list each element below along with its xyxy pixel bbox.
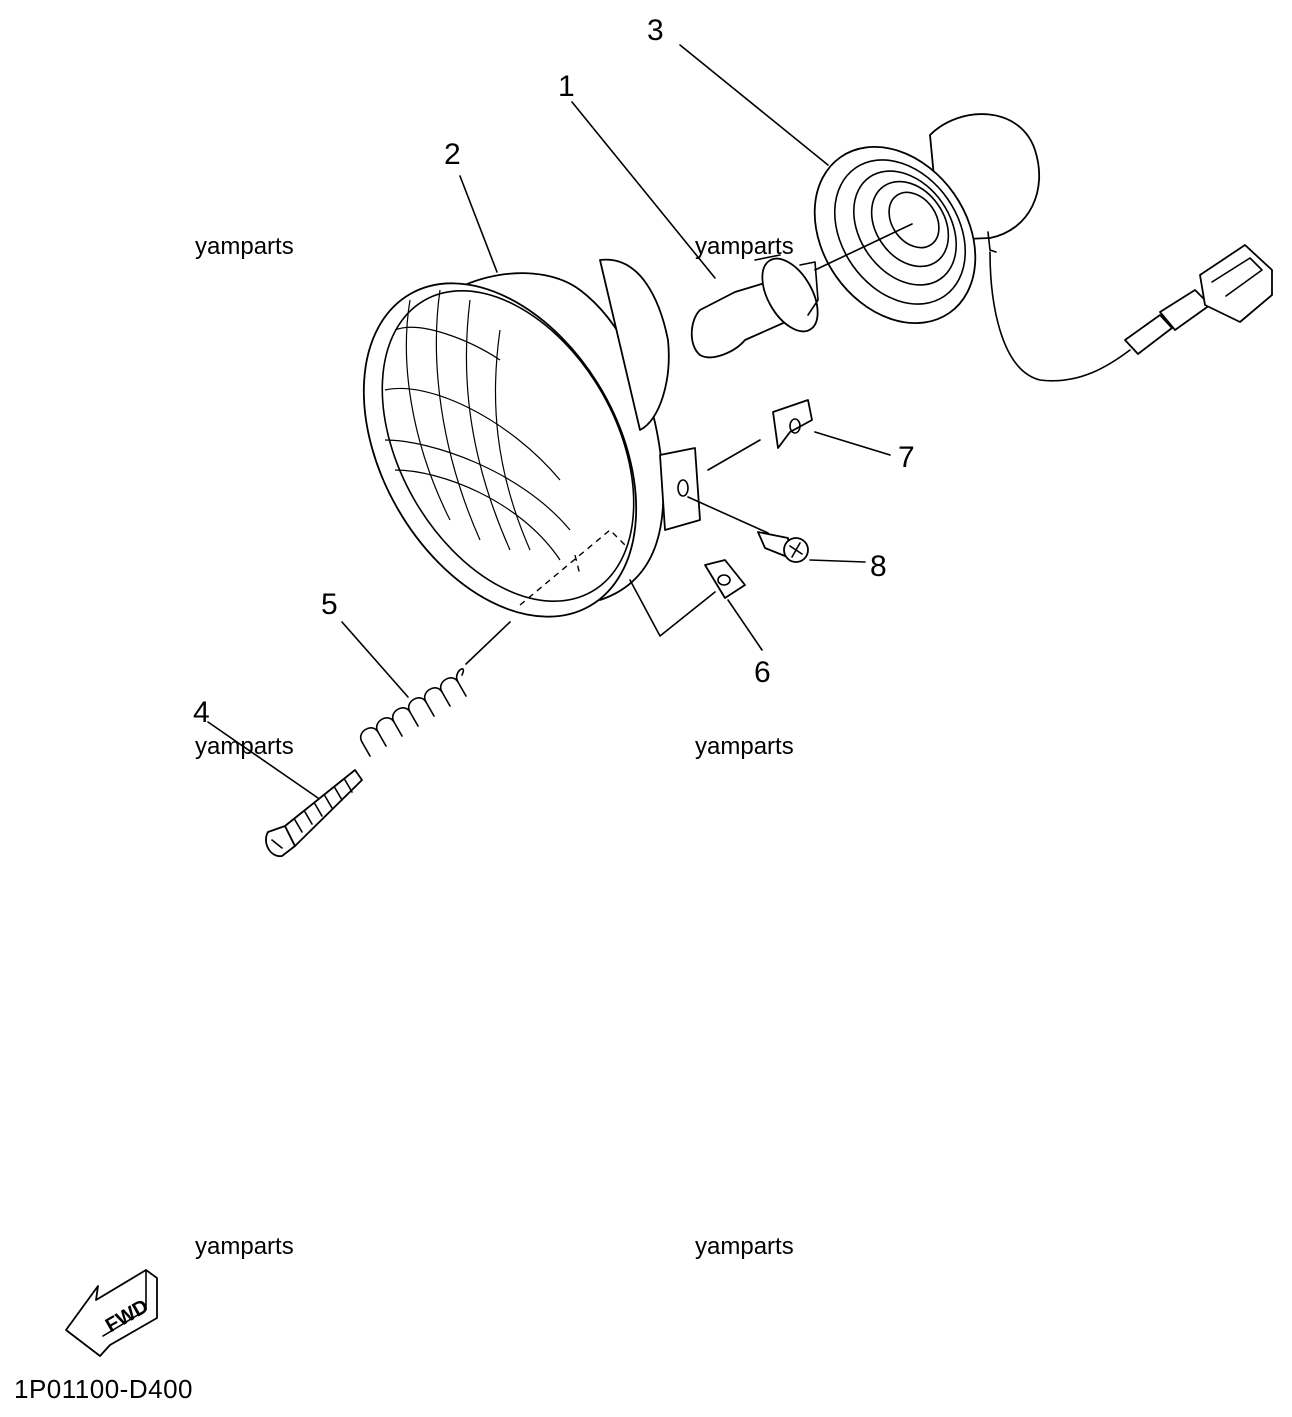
bulb-icon[interactable]: [690, 223, 913, 359]
callout-2: 2: [444, 138, 461, 171]
spring-icon[interactable]: [341, 621, 511, 757]
watermark: yamparts: [695, 233, 794, 260]
watermark: yamparts: [195, 1233, 294, 1260]
leader-line-3: [679, 44, 829, 166]
socket-icon[interactable]: [782, 113, 1273, 382]
callout-5: 5: [321, 588, 338, 621]
diagram-code: 1P01100-D400: [14, 1374, 193, 1404]
callout-1: 1: [558, 70, 575, 103]
nut-icon[interactable]: [629, 559, 763, 651]
callout-3: 3: [647, 14, 664, 47]
callout-8: 8: [870, 550, 887, 583]
watermark: yamparts: [695, 1233, 794, 1260]
headlight-icon[interactable]: [308, 235, 701, 665]
clip-icon[interactable]: [707, 399, 891, 471]
screw-icon[interactable]: [687, 496, 866, 563]
fwd-arrow-icon: FWD: [65, 1269, 158, 1357]
leader-line-1: [571, 101, 716, 279]
screw-icon[interactable]: [207, 721, 363, 857]
watermark: yamparts: [195, 233, 294, 260]
callout-6: 6: [754, 656, 771, 689]
leader-line-2: [459, 175, 498, 273]
callout-7: 7: [898, 441, 915, 474]
watermark: yamparts: [695, 733, 794, 760]
watermark: yamparts: [195, 733, 294, 760]
callout-4: 4: [193, 696, 210, 729]
